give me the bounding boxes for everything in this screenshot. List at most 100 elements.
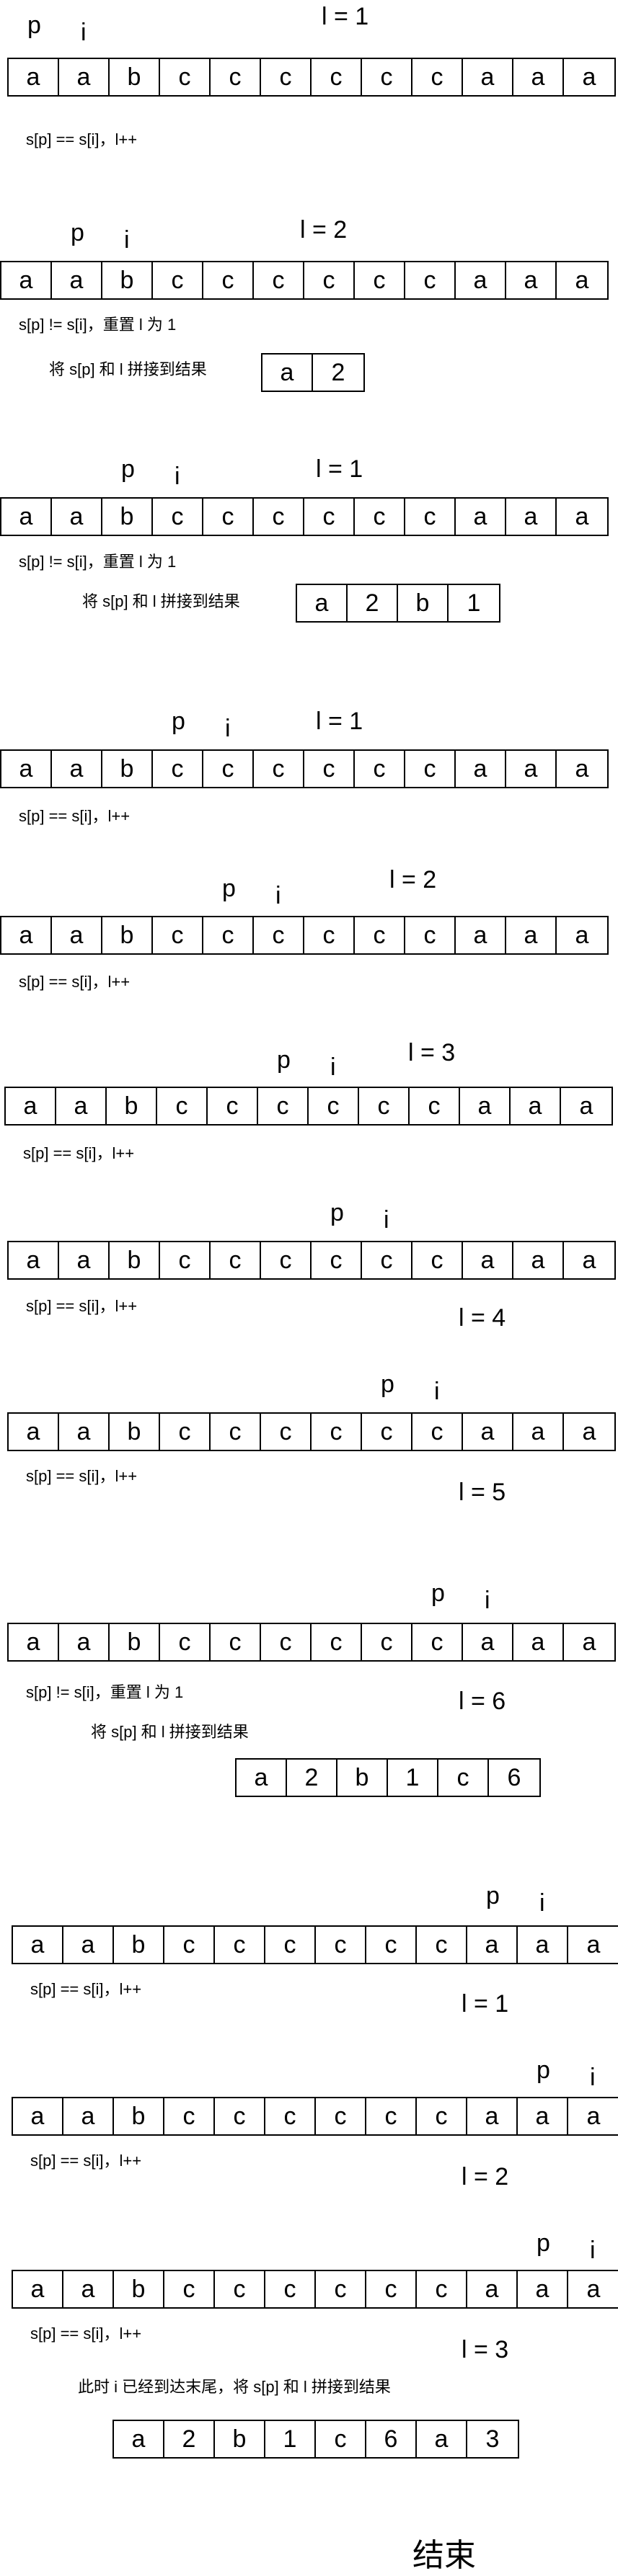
array-cell: c	[366, 2098, 417, 2134]
array-cell: a	[467, 2271, 518, 2307]
i-pointer: i	[590, 2064, 596, 2091]
result-cell: b	[337, 1760, 388, 1796]
array-cell: c	[203, 917, 254, 953]
array-cell: c	[215, 2271, 265, 2307]
array-cell: c	[164, 1927, 215, 1963]
array-cell: b	[110, 1242, 160, 1278]
array-cell: a	[582, 1417, 596, 1445]
array-cell: c	[164, 2098, 215, 2134]
comparison-note: s[p] == s[i]，l++	[26, 1467, 138, 1485]
array-cell: c	[160, 1624, 211, 1660]
array-cell: c	[366, 1927, 417, 1963]
array-cell: c	[312, 1242, 362, 1278]
result-cell: a	[417, 2421, 467, 2457]
array-cell: b	[110, 1624, 160, 1660]
array-cell: c	[417, 1927, 467, 1963]
result-cell: 1	[388, 1760, 438, 1796]
result-cell: 1	[467, 589, 481, 617]
array-cell: a	[463, 1414, 513, 1450]
array-cell: a	[511, 1088, 561, 1124]
array-cell: a	[506, 751, 557, 787]
i-pointer: i	[330, 1053, 336, 1081]
array-cell: a	[518, 2098, 568, 2134]
array-cell: c	[355, 499, 405, 535]
array-cell: c	[160, 1242, 211, 1278]
array-cell: c	[160, 59, 211, 95]
array-cell: a	[9, 1414, 59, 1450]
l-counter: l = 1	[316, 708, 363, 735]
p-pointer: p	[330, 1199, 344, 1226]
array-cell: a	[582, 1628, 596, 1656]
array-cell: a	[575, 754, 589, 783]
array-cell: c	[203, 751, 254, 787]
array-cell: c	[412, 1414, 463, 1450]
result-cell: 2	[287, 1760, 337, 1796]
comparison-note: s[p] == s[i]，l++	[19, 807, 131, 825]
l-counter: l = 1	[462, 1990, 509, 2018]
array-cell: c	[254, 499, 304, 535]
l-counter: l = 1	[322, 3, 369, 30]
array-cell: a	[456, 499, 506, 535]
p-pointer: p	[121, 455, 135, 483]
result-cell: c	[438, 1760, 489, 1796]
array-cell: a	[63, 2271, 114, 2307]
array-cell: a	[52, 917, 102, 953]
array-cell: c	[164, 2271, 215, 2307]
array-cell: a	[460, 1088, 511, 1124]
array-cell: c	[316, 2271, 366, 2307]
l-counter: l = 3	[462, 2336, 509, 2363]
p-pointer: p	[537, 2229, 550, 2257]
array-cell: a	[513, 1414, 564, 1450]
array-cell: a	[63, 1927, 114, 1963]
array-cell: c	[215, 1927, 265, 1963]
array-cell: c	[410, 1088, 460, 1124]
array-cell: a	[6, 1088, 56, 1124]
l-counter: l = 2	[462, 2163, 509, 2191]
array-cell: a	[13, 2098, 63, 2134]
l-counter: l = 3	[408, 1039, 456, 1066]
array-cell: a	[9, 59, 59, 95]
array-cell: a	[456, 917, 506, 953]
array-cell: c	[405, 751, 456, 787]
array-cell: c	[312, 1624, 362, 1660]
array-cell: b	[102, 751, 153, 787]
p-pointer: p	[172, 708, 185, 735]
l-counter: l = 1	[316, 455, 363, 483]
l-counter: l = 2	[300, 216, 348, 244]
array-cell: c	[405, 499, 456, 535]
array-cell: a	[1, 499, 52, 535]
append-note: 将 s[p] 和 l 拼接到结果	[49, 360, 207, 378]
array-cell: b	[110, 59, 160, 95]
array-cell: a	[575, 266, 589, 294]
array-cell: a	[9, 1624, 59, 1660]
array-cell: c	[405, 262, 456, 298]
array-cell: c	[258, 1088, 309, 1124]
array-cell: a	[63, 2098, 114, 2134]
array-cell: a	[513, 59, 564, 95]
array-cell: c	[208, 1088, 258, 1124]
array-cell: a	[575, 921, 589, 949]
result-cell: b	[398, 585, 449, 621]
array-cell: b	[102, 499, 153, 535]
array-cell: c	[417, 2271, 467, 2307]
i-pointer: i	[275, 882, 281, 909]
array-cell: a	[506, 499, 557, 535]
array-cell: a	[56, 1088, 107, 1124]
array-cell: c	[304, 499, 355, 535]
l-counter: l = 5	[459, 1479, 506, 1506]
array-cell: c	[412, 59, 463, 95]
array-cell: a	[52, 499, 102, 535]
append-note: 将 s[p] 和 l 拼接到结果	[82, 592, 240, 610]
array-cell: a	[463, 1242, 513, 1278]
array-cell: a	[13, 2271, 63, 2307]
